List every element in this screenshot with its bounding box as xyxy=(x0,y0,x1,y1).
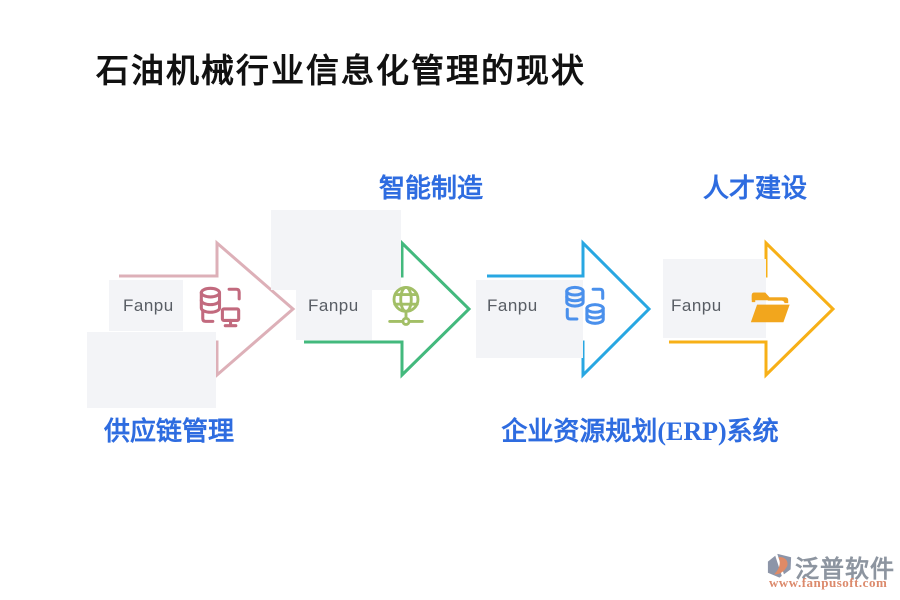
brand-label: Fanpu xyxy=(308,296,359,315)
bg-block xyxy=(109,280,183,331)
bg-block xyxy=(296,289,372,340)
arrow-shape-4 xyxy=(669,239,836,379)
brand-label: Fanpu xyxy=(671,296,722,315)
arrow-shape-2 xyxy=(304,239,472,379)
brand-label: Fanpu xyxy=(487,296,538,315)
arrow-shape-1 xyxy=(119,239,296,379)
arrow-shape-3 xyxy=(487,239,652,379)
database-monitor-icon xyxy=(199,286,241,328)
stage-label-erp-system: 企业资源规划(ERP)系统 xyxy=(501,417,779,446)
brand-label: Fanpu xyxy=(123,296,174,315)
bg-block xyxy=(87,332,216,408)
page-title: 石油机械行业信息化管理的现状 xyxy=(96,54,586,90)
bg-block xyxy=(271,210,401,290)
database-sync-icon xyxy=(565,285,605,325)
stage-label-supply-chain: 供应链管理 xyxy=(103,417,234,446)
globe-network-icon xyxy=(388,285,424,326)
stage-label-smart-manufacturing: 智能制造 xyxy=(378,174,483,203)
watermark-url: www.fanpusoft.com xyxy=(769,575,888,590)
stage-label-talent-building: 人才建设 xyxy=(702,174,807,203)
bg-block xyxy=(476,280,583,358)
bg-block xyxy=(663,259,766,338)
watermark-brand: 泛普软件 xyxy=(795,557,895,583)
fanpu-logo-icon xyxy=(767,553,792,578)
folder-icon xyxy=(750,292,790,323)
